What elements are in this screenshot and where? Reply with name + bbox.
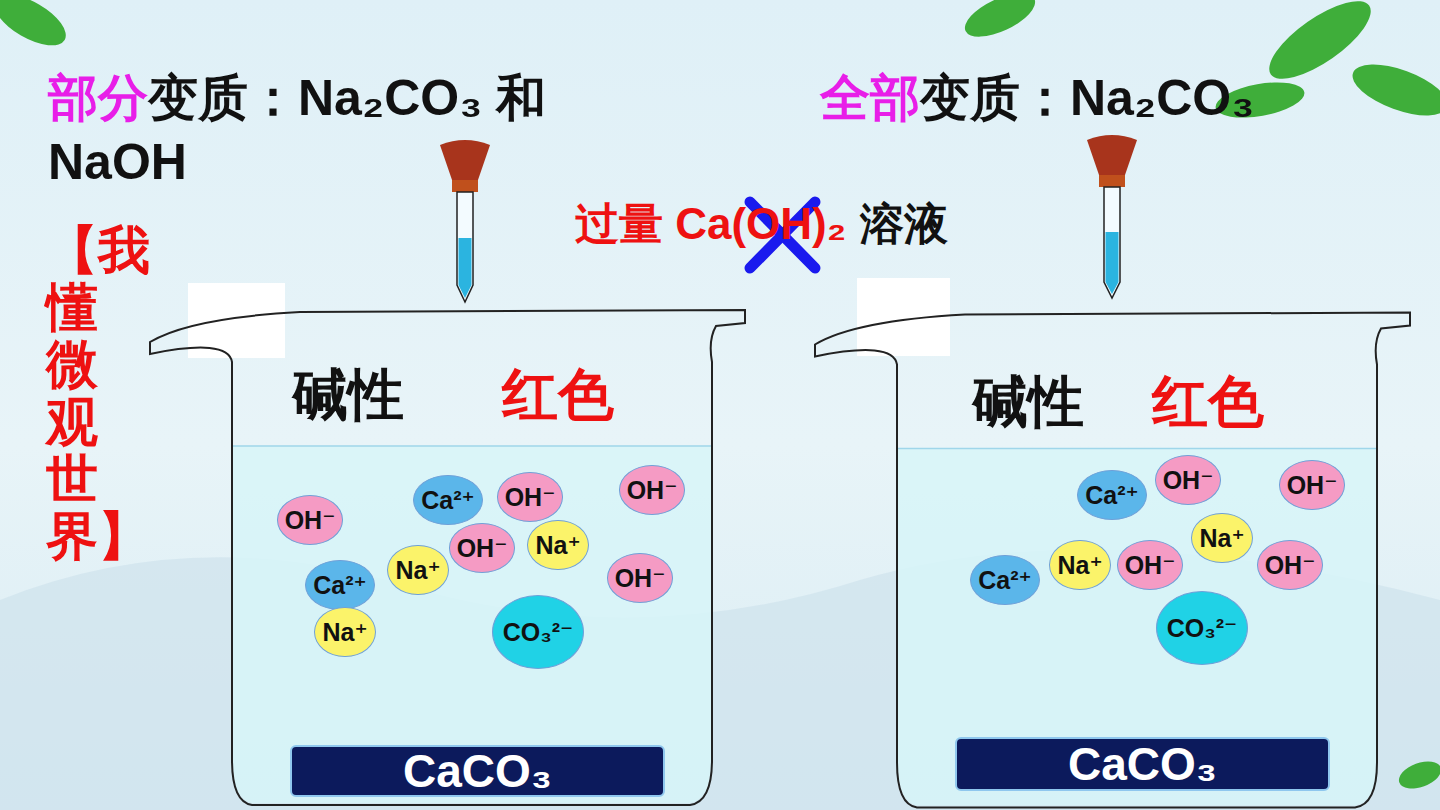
ion-circle: Ca²⁺ xyxy=(1077,470,1146,520)
ion-formula: OH⁻ xyxy=(505,483,556,512)
ion-circle: Na⁺ xyxy=(527,520,588,570)
ion-circle: Na⁺ xyxy=(1191,513,1252,563)
highlight-word: 部分 xyxy=(48,70,148,126)
ion-formula: Na⁺ xyxy=(1057,551,1102,580)
ion-circle: Ca²⁺ xyxy=(970,555,1039,605)
highlight-word: 全部 xyxy=(820,70,920,126)
ion-circle: OH⁻ xyxy=(449,523,516,573)
ion-circle: OH⁻ xyxy=(1117,540,1184,590)
reagent-suffix: 溶液 xyxy=(860,199,948,248)
ion-formula: OH⁻ xyxy=(1265,551,1316,580)
ion-formula: OH⁻ xyxy=(615,564,666,593)
ion-circle: OH⁻ xyxy=(1279,460,1346,510)
ion-formula: CO₃²⁻ xyxy=(503,618,574,647)
ion-formula: OH⁻ xyxy=(627,476,678,505)
ion-circle: Ca²⁺ xyxy=(305,560,374,610)
ion-formula: Ca²⁺ xyxy=(978,566,1031,595)
ion-formula: Na⁺ xyxy=(322,618,367,647)
beaker-outline xyxy=(140,300,750,810)
vertical-title: 【我懂微观世界】 xyxy=(46,222,98,565)
ion-formula: OH⁻ xyxy=(1163,466,1214,495)
ion-circle: OH⁻ xyxy=(1257,540,1324,590)
ion-circle: OH⁻ xyxy=(277,495,344,545)
color-label: 红色 xyxy=(502,358,614,434)
ion-formula: OH⁻ xyxy=(457,534,508,563)
ion-formula: Ca²⁺ xyxy=(313,571,366,600)
ion-formula: Na⁺ xyxy=(535,531,580,560)
beaker-outline xyxy=(805,300,1415,810)
reagent-label: 过量 Ca(OH)₂ 溶液 xyxy=(575,196,995,252)
precipitate-band: CaCO₃ xyxy=(290,745,665,797)
ion-circle: CO₃²⁻ xyxy=(492,595,584,669)
ion-formula: OH⁻ xyxy=(1125,551,1176,580)
ion-formula: OH⁻ xyxy=(1287,471,1338,500)
precipitate-band: CaCO₃ xyxy=(955,737,1330,791)
ion-circle: OH⁻ xyxy=(497,472,564,522)
ion-formula: CO₃²⁻ xyxy=(1167,614,1238,643)
ion-circle: Na⁺ xyxy=(314,607,375,657)
ion-formula: Na⁺ xyxy=(1199,524,1244,553)
ion-formula: Na⁺ xyxy=(395,556,440,585)
beaker: 碱性红色 Ca²⁺ OH⁻ OH⁻ Na⁺ Ca²⁺ Na⁺ OH⁻ OH⁻ CO₃²⁻ CaCO₃ xyxy=(805,295,1415,810)
heading-full: 全部变质：Na₂CO₃ xyxy=(820,66,1420,130)
property-label: 碱性 xyxy=(972,365,1084,441)
ion-circle: OH⁻ xyxy=(619,465,686,515)
ion-formula: OH⁻ xyxy=(285,506,336,535)
ion-formula: Ca²⁺ xyxy=(421,486,474,515)
ion-circle: OH⁻ xyxy=(607,553,674,603)
property-label: 碱性 xyxy=(292,358,404,434)
precipitate-formula: CaCO₃ xyxy=(1068,737,1217,791)
heading-text: 变质：Na₂CO₃ xyxy=(920,70,1254,126)
heading-partial: 部分变质：Na₂CO₃ 和 NaOH xyxy=(48,66,628,194)
ion-circle: Na⁺ xyxy=(387,545,448,595)
reagent-name: 过量 Ca(OH)₂ xyxy=(575,199,846,248)
color-label: 红色 xyxy=(1152,365,1264,441)
ion-circle: OH⁻ xyxy=(1155,455,1222,505)
ion-circle: Na⁺ xyxy=(1049,540,1110,590)
precipitate-formula: CaCO₃ xyxy=(403,744,552,798)
ion-circle: CO₃²⁻ xyxy=(1156,591,1248,665)
beaker: 碱性 红色 OH⁻ Ca²⁺ OH⁻ OH⁻ OH⁻ Na⁺ Na⁺ Ca²⁺ OH⁻ Na⁺ CO₃²… xyxy=(140,300,750,810)
ion-circle: Ca²⁺ xyxy=(413,475,482,525)
ion-formula: Ca²⁺ xyxy=(1085,481,1138,510)
